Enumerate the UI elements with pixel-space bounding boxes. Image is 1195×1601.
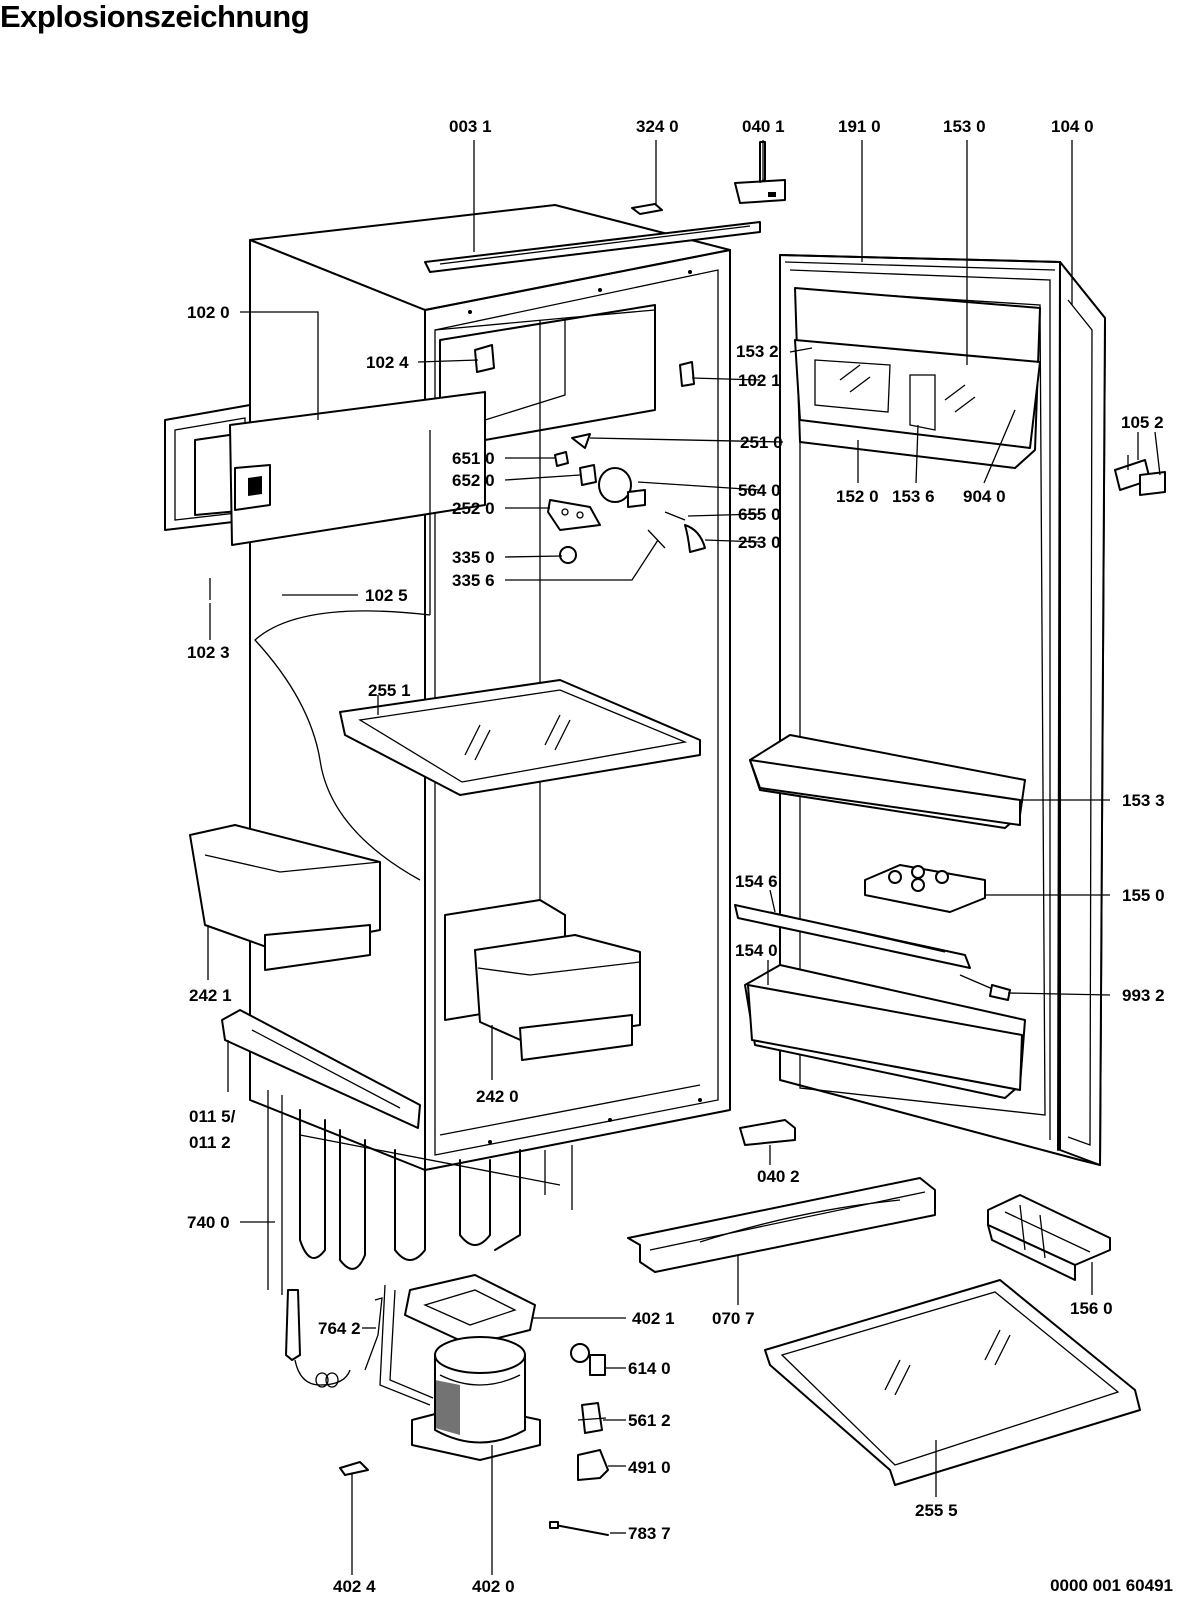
part-label-3356: 335 6 [452, 571, 495, 590]
part-561 [577, 1402, 607, 1434]
compressor [379, 1284, 541, 1461]
freezer-door [164, 391, 486, 546]
part-label-3240: 324 0 [636, 117, 679, 136]
part-label-1021: 102 1 [738, 371, 781, 390]
control-parts [474, 344, 706, 564]
part-label-2520: 252 0 [452, 499, 495, 518]
part-label-1560: 156 0 [1070, 1299, 1113, 1318]
part-label-0112: 011 2 [189, 1133, 231, 1152]
part-label-1520: 152 0 [836, 487, 879, 506]
door-shelf-top [794, 287, 1041, 469]
door-shelf-middle [749, 734, 1026, 829]
part-label-4024: 402 4 [333, 1577, 376, 1596]
part-label-3350: 335 0 [452, 548, 495, 567]
part-label-1530: 153 0 [943, 117, 986, 136]
condenser [267, 1090, 573, 1295]
base-strip [221, 1009, 421, 1129]
compressor-bracket [404, 1274, 536, 1346]
part-label-9932: 993 2 [1122, 986, 1165, 1005]
part-label-1910: 191 0 [838, 117, 881, 136]
part-label-1040: 104 0 [1051, 117, 1094, 136]
part-label-2420: 242 0 [476, 1087, 519, 1106]
part-783 [549, 1521, 609, 1536]
part-label-1546: 154 6 [735, 872, 778, 891]
filter-dryer [285, 1289, 383, 1388]
part-label-2555: 255 5 [915, 1501, 958, 1520]
part-label-9040: 904 0 [963, 487, 1006, 506]
part-label-1020: 102 0 [187, 303, 230, 322]
hinge-bottom [739, 1119, 796, 1146]
part-993 [959, 974, 1011, 1001]
part-label-1023: 102 3 [187, 643, 230, 662]
part-label-0115: 011 5/ [189, 1107, 236, 1126]
part-label-5612: 561 2 [628, 1411, 671, 1430]
part-label-4021: 402 1 [632, 1309, 675, 1328]
part-label-1536: 153 6 [892, 487, 935, 506]
ice-tray [987, 1194, 1111, 1281]
part-label-1550: 155 0 [1122, 886, 1165, 905]
part-label-1052: 105 2 [1121, 413, 1164, 432]
part-label-6140: 614 0 [628, 1359, 671, 1378]
part-label-6520: 652 0 [452, 471, 495, 490]
crisper-drawer-right [444, 899, 641, 1061]
part-label-1025: 102 5 [365, 586, 408, 605]
tubing [254, 610, 431, 881]
part-label-1024: 102 4 [366, 353, 409, 372]
hinge-side [1114, 455, 1166, 496]
part-label-2530: 253 0 [738, 533, 781, 552]
start-relay-614 [570, 1343, 606, 1376]
egg-tray [864, 864, 986, 913]
glass-shelf-bottom [764, 1279, 1141, 1486]
part-label-6510: 651 0 [452, 449, 495, 468]
part-label-2551: 255 1 [368, 681, 411, 700]
part-label-0401: 040 1 [742, 117, 785, 136]
part-label-7642: 764 2 [318, 1319, 361, 1338]
part-label-2510: 251 0 [740, 433, 783, 452]
leader-lines [207, 140, 1161, 1575]
top-strip [424, 221, 761, 273]
glass-shelf-251 [339, 679, 701, 796]
cover-strip [627, 1177, 936, 1273]
part-label-6550: 655 0 [738, 505, 781, 524]
cover-491 [577, 1449, 609, 1481]
part-label-4020: 402 0 [472, 1577, 515, 1596]
part-label-1532: 153 2 [736, 342, 779, 361]
part-label-7400: 740 0 [187, 1213, 230, 1232]
part-label-1533: 153 3 [1122, 791, 1165, 810]
part-label-0707: 070 7 [712, 1309, 755, 1328]
part-label-1540: 154 0 [735, 941, 778, 960]
hinge-top [734, 141, 786, 204]
part-label-7837: 783 7 [628, 1524, 671, 1543]
part-label-4910: 491 0 [628, 1458, 671, 1477]
door-shelf-bottom [744, 964, 1026, 1099]
bracket-324 [631, 203, 663, 215]
page-title: Explosionszeichnung [0, 0, 310, 34]
part-label-0031: 003 1 [449, 117, 492, 136]
document-number: 0000 001 60491 [1050, 1576, 1173, 1595]
part-label-2421: 242 1 [189, 986, 232, 1005]
part-label-5640: 564 0 [738, 481, 781, 500]
part-4024 [339, 1461, 369, 1476]
part-label-0402: 040 2 [757, 1167, 800, 1186]
crisper-drawer-left [189, 824, 381, 971]
bottle-holder-strip [734, 904, 971, 969]
